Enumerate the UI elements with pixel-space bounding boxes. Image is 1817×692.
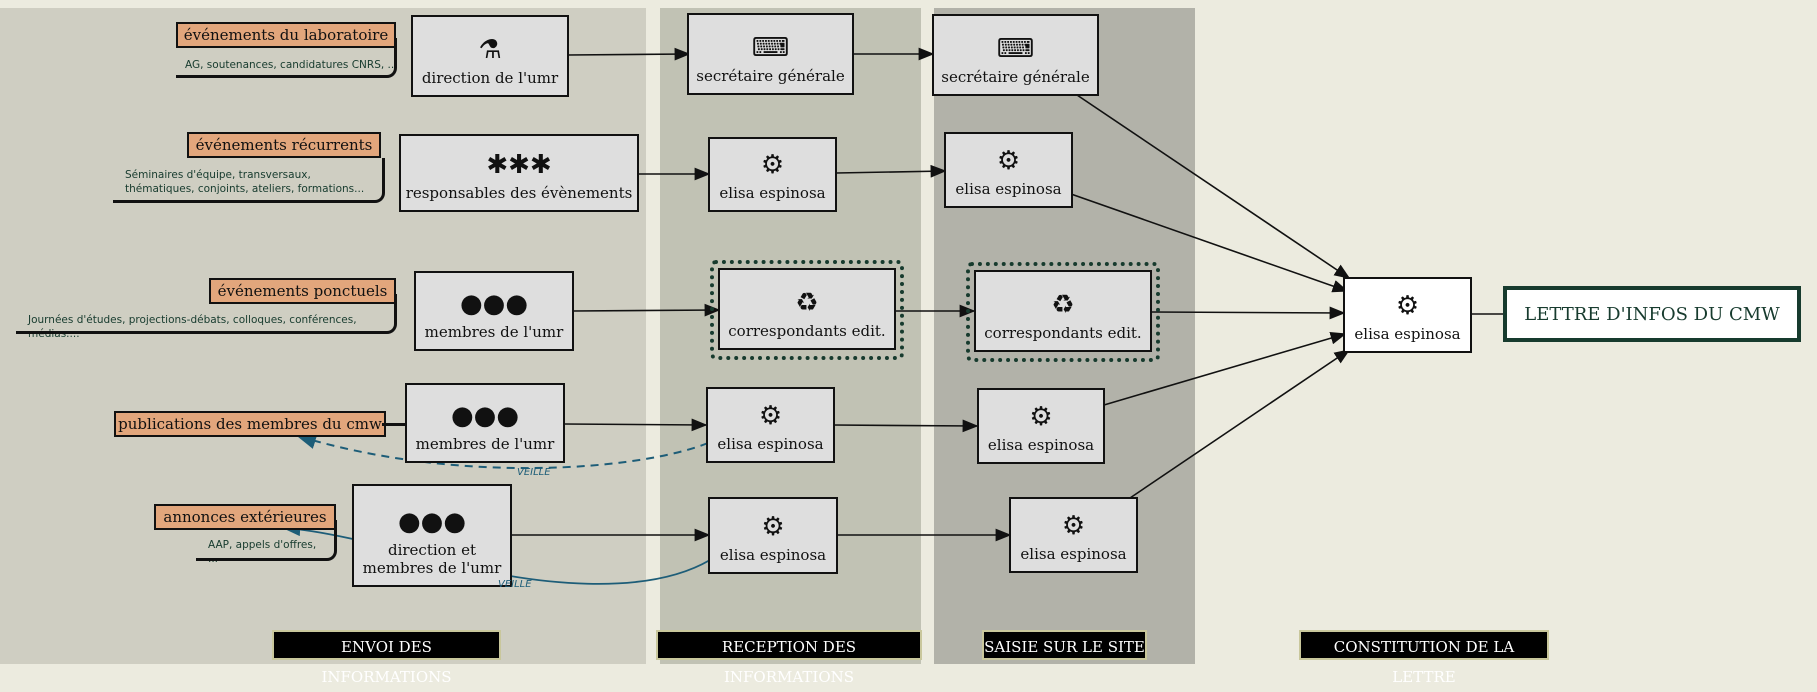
sender-membres-2: ●●● membres de l'umr: [405, 383, 565, 463]
sender-label: direction de l'umr: [421, 69, 559, 87]
saisie-correspondants: ♻ correspondants edit.: [974, 270, 1152, 352]
column-label-reception: RECEPTION DES INFORMATIONS: [656, 630, 922, 686]
crowd-icon: ●●●: [397, 507, 467, 537]
newsletter-output: LETTRE D'INFOS DU CMW: [1503, 286, 1801, 342]
veille-label-1: VEILLE: [517, 467, 551, 478]
sender-direction: ⚗ direction de l'umr: [411, 15, 569, 97]
head-gear-icon: ⚙: [1061, 511, 1086, 541]
sender-membres-1: ●●● membres de l'umr: [414, 271, 574, 351]
head-gear-icon: ⚙: [1395, 291, 1420, 321]
saisie-label: elisa espinosa: [987, 436, 1095, 454]
desk-computer-icon: ⌨: [996, 34, 1035, 64]
brace-ponctuels: [16, 294, 397, 334]
saisie-elisa-1: ⚙ elisa espinosa: [944, 132, 1073, 208]
source-tag-ponctuels: événements ponctuels: [209, 278, 396, 304]
constitution-elisa: ⚙ elisa espinosa: [1343, 277, 1472, 353]
reception-label: elisa espinosa: [719, 184, 826, 202]
arrow: [832, 419, 979, 433]
sender-direction-membres: ●●● direction et membres de l'umr: [352, 484, 512, 587]
saisie-secretaire: ⌨ secrétaire générale: [932, 14, 1099, 96]
arrow: [1076, 94, 1351, 279]
arrow: [1103, 331, 1347, 406]
veille-label-2: VEILLE: [498, 579, 532, 590]
head-gear-icon: ⚙: [996, 146, 1021, 176]
veille-arrow-1: [296, 433, 709, 470]
head-gear-icon: ⚙: [760, 150, 785, 180]
arrow: [567, 47, 691, 61]
source-tag-recurrents: événements récurrents: [187, 132, 381, 158]
saisie-elisa-2: ⚙ elisa espinosa: [977, 388, 1105, 464]
reception-elisa-1: ⚙ elisa espinosa: [708, 137, 837, 212]
saisie-label: secrétaire générale: [941, 68, 1090, 86]
sender-label: responsables des évènements: [405, 184, 633, 202]
head-gear-icon: ⚙: [758, 401, 783, 431]
sender-label: membres de l'umr: [415, 435, 555, 453]
reception-elisa-2: ⚙ elisa espinosa: [706, 387, 835, 463]
arrow: [1070, 193, 1349, 293]
brace-exterieures: [196, 520, 337, 561]
recycle-person-icon: ♻: [1051, 290, 1075, 320]
crowd-icon: ●●●: [450, 401, 520, 431]
source-detail-recurrents: Séminaires d'équipe, transversaux, théma…: [125, 169, 365, 195]
saisie-elisa-3: ⚙ elisa espinosa: [1009, 497, 1138, 573]
source-tag-laboratoire: événements du laboratoire: [176, 22, 396, 48]
saisie-label: correspondants edit.: [984, 324, 1142, 342]
reception-label: correspondants edit.: [728, 322, 886, 340]
recycle-person-icon: ♻: [795, 288, 819, 318]
desk-computer-icon: ⌨: [751, 33, 790, 63]
reception-label: secrétaire générale: [696, 67, 845, 85]
sender-responsables: ✱✱✱ responsables des évènements: [399, 134, 639, 212]
arrow: [1129, 349, 1351, 499]
arrow: [1150, 306, 1346, 320]
arrow: [563, 418, 708, 432]
reception-secretaire: ⌨ secrétaire générale: [687, 13, 854, 95]
sender-label: membres de l'umr: [424, 323, 564, 341]
constitution-label: elisa espinosa: [1354, 325, 1461, 343]
sender-label: direction et membres de l'umr: [362, 541, 502, 577]
brace-laboratoire: [176, 38, 397, 78]
crowd-icon: ●●●: [459, 289, 529, 319]
brace-recurrents: [113, 158, 385, 203]
correspondants-group-reception: [710, 260, 904, 360]
brace-publications: [382, 423, 407, 426]
group-row-icon: ✱✱✱: [486, 150, 552, 180]
reception-correspondants: ♻ correspondants edit.: [718, 268, 896, 350]
reception-label: elisa espinosa: [719, 546, 827, 564]
head-gear-icon: ⚙: [1029, 402, 1053, 432]
correspondants-group-saisie: [966, 262, 1160, 362]
source-detail-laboratoire: AG, soutenances, candidatures CNRS, ...: [185, 59, 398, 71]
column-label-constitution: CONSTITUTION DE LA LETTRE: [1299, 630, 1549, 686]
reception-label: elisa espinosa: [717, 435, 824, 453]
column-label-saisie: SAISIE SUR LE SITE: [982, 630, 1147, 660]
saisie-label: elisa espinosa: [1020, 545, 1127, 563]
arrow: [572, 303, 721, 317]
head-gear-icon: ⚙: [761, 512, 785, 542]
column-label-envoi: ENVOI DES INFORMATIONS: [272, 630, 501, 686]
arrow: [835, 164, 947, 178]
desk-person-icon: ⚗: [478, 35, 502, 65]
reception-elisa-3: ⚙ elisa espinosa: [708, 497, 838, 574]
saisie-label: elisa espinosa: [955, 180, 1062, 198]
source-tag-publications: publications des membres du cmw: [114, 411, 386, 437]
